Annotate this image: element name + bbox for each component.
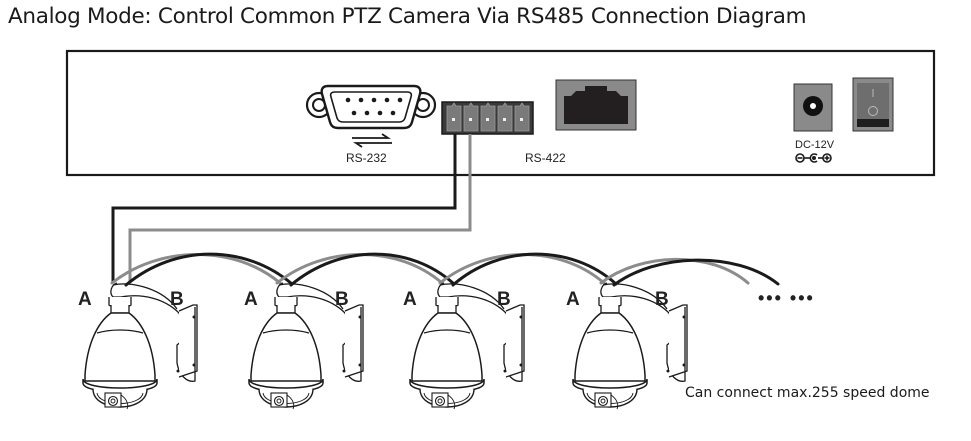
terminal-b-label: B (655, 289, 669, 310)
max-camera-caption: Can connect max.255 speed dome (685, 385, 930, 401)
dc-jack-icon (793, 83, 833, 132)
terminal-b-label: B (335, 289, 349, 310)
wire-a (111, 134, 457, 283)
daisy-chain-wires (110, 252, 780, 287)
rs485-trunk-wires (111, 134, 472, 283)
db9-serial-port-icon (305, 84, 437, 148)
diagram-title: Analog Mode: Control Common PTZ Camera V… (8, 4, 807, 29)
rj45-port-icon (555, 79, 637, 131)
terminal-a-label: A (244, 289, 258, 310)
terminal-b-label: B (497, 289, 511, 310)
terminal-block-icon (441, 101, 534, 135)
power-switch-icon[interactable] (852, 77, 894, 132)
rs232-label: RS-232 (346, 151, 387, 165)
ptz-camera (572, 282, 688, 410)
terminal-a-label: A (403, 289, 417, 310)
polarity-symbol-icon (795, 153, 832, 163)
dc-12v-label: DC-12V (795, 139, 835, 151)
terminal-a-label: A (78, 289, 92, 310)
terminal-b-label: B (170, 289, 184, 310)
terminal-a-label: A (566, 289, 580, 310)
continuation-dots: ••• ••• (758, 288, 815, 308)
wire-b (128, 134, 472, 283)
rs422-label: RS-422 (525, 151, 566, 165)
